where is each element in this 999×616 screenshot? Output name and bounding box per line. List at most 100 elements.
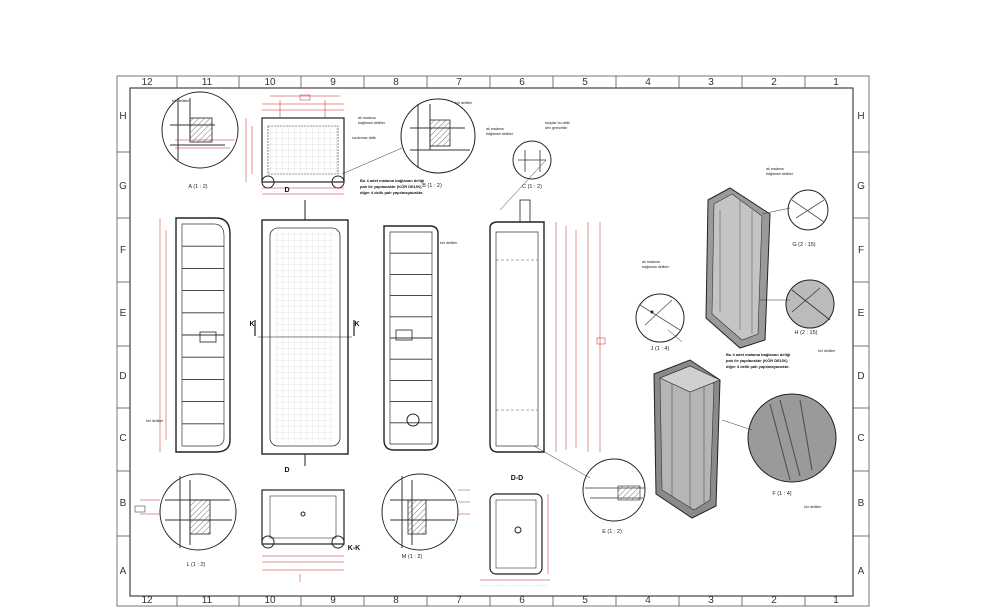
zone-col-bottom-10: 10 <box>264 595 276 606</box>
zone-row-right-F: F <box>858 245 864 256</box>
detail-h-label: H (2 : 15) <box>795 330 818 336</box>
note-sealed-hole: sızdırmaz delik <box>352 136 376 140</box>
note-malama-4: ak malama <box>766 167 784 171</box>
note-blind-holes-a: kör delikler <box>172 99 190 103</box>
svg-text:diğer 4 delik pah yapılmayacak: diğer 4 delik pah yapılmayacaktır. <box>360 190 424 195</box>
detail-g-label: G (2 : 15) <box>792 242 815 248</box>
zone-col-top-10: 10 <box>264 77 276 88</box>
zone-col-top-4: 4 <box>645 77 651 88</box>
note-malama-3b: bağlanan delikler <box>642 265 670 269</box>
zone-row-right-C: C <box>857 433 864 444</box>
zone-col-bottom-6: 6 <box>519 595 525 606</box>
zone-col-top-6: 6 <box>519 77 525 88</box>
section-kk-view: K-K <box>261 489 360 582</box>
section-k-right: K <box>354 321 359 328</box>
note-malama-2: ak malama <box>486 127 504 131</box>
zone-row-left-F: F <box>120 245 126 256</box>
detail-e-label: E (1 : 2) <box>602 529 622 535</box>
left-elevation-view: kör delikler <box>146 217 231 453</box>
note-4holes-2c: diğer 4 delik pah yapılmayacaktır. <box>726 364 790 369</box>
zone-row-right-G: G <box>857 181 865 192</box>
zone-col-top-1: 1 <box>833 77 839 88</box>
note-4holes-top: Bu 4 adet malama bağlanan deliği pah ile… <box>360 178 424 195</box>
zone-col-bottom-7: 7 <box>456 595 462 606</box>
top-view-small <box>245 94 345 195</box>
note-malama-4b: bağlanan delikler <box>766 172 794 176</box>
zone-col-top-5: 5 <box>582 77 588 88</box>
leader-lines <box>341 147 791 479</box>
svg-text:Bu 4 adet malama bağlanan deli: Bu 4 adet malama bağlanan deliği <box>360 178 424 183</box>
zone-col-top-12: 12 <box>141 77 153 88</box>
inner-border <box>129 87 854 597</box>
bottom-section-view <box>480 493 550 581</box>
zone-row-right-A: A <box>858 566 865 577</box>
zone-col-bottom-4: 4 <box>645 595 651 606</box>
outer-border <box>116 75 870 607</box>
zone-col-top-7: 7 <box>456 77 462 88</box>
zone-row-right-B: B <box>858 498 865 509</box>
zone-col-top-8: 8 <box>393 77 399 88</box>
side-view: kör delikler <box>383 225 458 451</box>
detail-a: A (1 : 2) kör delikler <box>161 91 239 190</box>
section-kk-label: K-K <box>348 545 360 552</box>
section-k-left: K <box>249 321 254 328</box>
detail-a-label: A (1 : 2) <box>188 184 207 190</box>
detail-m: M (1 : 2) <box>381 473 470 560</box>
zone-col-bottom-2: 2 <box>771 595 777 606</box>
isometric-lower: F (1 : 4) kör delikler Bu 4 adet malama … <box>653 352 837 519</box>
note-malama-2b: bağlanan delikler <box>486 132 514 136</box>
zone-col-bottom-5: 5 <box>582 595 588 606</box>
detail-m-label: M (1 : 2) <box>402 554 423 560</box>
detail-l: L (1 : 2) <box>134 473 237 568</box>
zone-col-top-11: 11 <box>202 77 213 88</box>
zone-col-top-3: 3 <box>708 77 714 88</box>
zone-row-right-H: H <box>857 111 864 122</box>
zone-col-bottom-1: 1 <box>833 595 839 606</box>
detail-j: J (1 : 4) ak malama bağlanan delikler <box>635 260 685 352</box>
section-dd-label: D-D <box>511 475 523 482</box>
zone-col-bottom-11: 11 <box>202 595 213 606</box>
note-4holes-2: Bu 4 adet malama bağlanan deliği <box>726 352 790 357</box>
note-blind-holes-d: kör delikler <box>440 241 458 245</box>
zone-row-left-C: C <box>119 433 126 444</box>
section-dd-view: D-D <box>489 199 606 482</box>
zone-col-bottom-8: 8 <box>393 595 399 606</box>
note-malama-1b: bağlanan delikler <box>358 121 386 125</box>
tiny-footnote: ........................................… <box>480 583 548 587</box>
zone-row-right-E: E <box>858 308 865 319</box>
svg-text:pah ile yapılacaktır (KÖR DELİ: pah ile yapılacaktır (KÖR DELİK) <box>360 184 422 189</box>
detail-b-label: B (1 : 2) <box>422 183 442 189</box>
note-malama-3: ak malama <box>642 260 660 264</box>
note-blind-holes-e: kör delikler <box>818 349 836 353</box>
detail-e: E (1 : 2) <box>582 458 646 535</box>
front-view: D D K K <box>249 187 359 474</box>
detail-c-label: C (1 : 2) <box>522 184 542 190</box>
zone-col-top-9: 9 <box>330 77 336 88</box>
zone-row-right-D: D <box>857 371 864 382</box>
zone-row-left-B: B <box>120 498 127 509</box>
zone-row-left-D: D <box>119 371 126 382</box>
note-blind-holes-b: kör delikler <box>455 101 473 105</box>
section-d-top: D <box>284 187 289 194</box>
zone-row-left-G: G <box>119 181 127 192</box>
detail-c: C (1 : 2) ak malama bağlanan delikler ka… <box>486 121 570 190</box>
detail-b: B (1 : 2) kör delikler <box>400 98 476 189</box>
zone-col-bottom-3: 3 <box>708 595 714 606</box>
note-malama-1: ak malama <box>358 116 376 120</box>
detail-l-label: L (1 : 2) <box>187 562 206 568</box>
note-molds-b: den gelecektir <box>545 126 568 130</box>
note-molds: kalıplar bu delik <box>545 121 570 125</box>
section-d-bottom: D <box>284 467 289 474</box>
note-4holes-2b: pah ile yapılacaktır (KÖR DELİK) <box>726 358 788 363</box>
zone-row-left-E: E <box>120 308 127 319</box>
zone-row-left-H: H <box>119 111 126 122</box>
isometric-upper: G (2 : 15) H (2 : 15) ak malama bağlanan… <box>705 167 836 353</box>
zone-col-bottom-9: 9 <box>330 595 336 606</box>
note-blind-holes-f: kör delikler <box>804 505 822 509</box>
detail-f-label: F (1 : 4) <box>772 491 791 497</box>
zone-row-left-A: A <box>120 566 127 577</box>
detail-j-label: J (1 : 4) <box>651 346 670 352</box>
zone-col-top-2: 2 <box>771 77 777 88</box>
